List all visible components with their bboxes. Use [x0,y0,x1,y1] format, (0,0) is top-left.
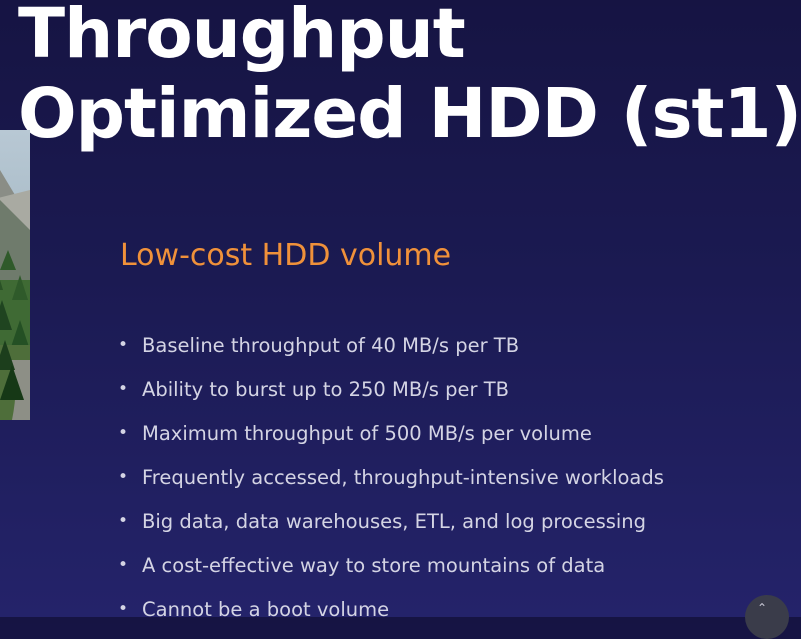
bullet-text: Cannot be a boot volume [142,597,390,621]
bullet-dot-icon: • [118,379,129,399]
bullet-item: • Frequently accessed, throughput-intens… [118,455,664,499]
player-control-icon[interactable]: ⌃ [745,595,789,639]
slide-title-line-1: Throughput [18,0,466,74]
bullet-dot-icon: • [118,335,129,355]
bullet-item: • Baseline throughput of 40 MB/s per TB [118,323,664,367]
slide-subtitle: Low-cost HDD volume [120,238,452,273]
bullet-item: • A cost-effective way to store mountain… [118,543,664,587]
bullet-text: Maximum throughput of 500 MB/s per volum… [142,421,592,445]
bullet-list: • Baseline throughput of 40 MB/s per TB … [118,323,664,631]
bullet-text: Baseline throughput of 40 MB/s per TB [142,333,520,357]
bullet-item: • Cannot be a boot volume [118,587,664,631]
bullet-text: Frequently accessed, throughput-intensiv… [142,465,664,489]
slide-title: Throughput Optimized HDD (st1) [18,0,801,154]
bullet-item: • Big data, data warehouses, ETL, and lo… [118,499,664,543]
bullet-dot-icon: • [118,555,129,575]
bullet-item: • Ability to burst up to 250 MB/s per TB [118,367,664,411]
bullet-text: Big data, data warehouses, ETL, and log … [142,509,647,533]
bullet-dot-icon: • [118,467,129,487]
bullet-dot-icon: • [118,511,129,531]
mountain-forest-photo [0,130,30,420]
bullet-dot-icon: • [118,423,129,443]
bullet-item: • Maximum throughput of 500 MB/s per vol… [118,411,664,455]
bullet-text: Ability to burst up to 250 MB/s per TB [142,377,510,401]
bullet-dot-icon: • [118,599,129,619]
slide: Throughput Optimized HDD (st1) [0,130,789,639]
slide-title-line-2: Optimized HDD (st1) [18,74,801,154]
bullet-text: A cost-effective way to store mountains … [142,553,606,577]
